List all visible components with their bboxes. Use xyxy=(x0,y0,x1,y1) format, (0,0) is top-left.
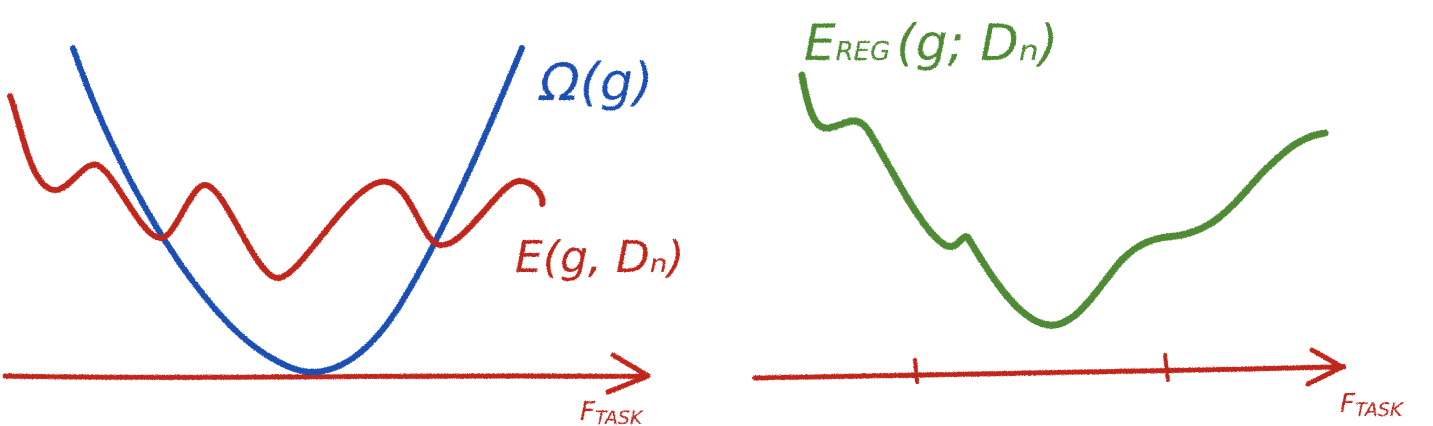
right-x-axis-arrowhead xyxy=(1305,347,1345,387)
error-label: E(g, Dₙ) xyxy=(515,232,684,283)
omega-curve xyxy=(70,45,525,375)
right-axis-label-main: F xyxy=(1340,389,1356,419)
right-axis-tick xyxy=(913,358,919,384)
ereg-label-sub: REG xyxy=(836,37,891,67)
ereg-curve xyxy=(798,71,1329,329)
left-x-axis-arrowhead xyxy=(605,352,651,395)
right-axis-label-sub: TASK xyxy=(1355,399,1404,421)
left-axis-label-sub: TASK xyxy=(595,407,644,426)
left-panel: Ω(g) E(g, Dₙ) FTASK xyxy=(2,45,684,426)
right-axis-label: FTASK xyxy=(1340,389,1404,421)
ereg-label: EREG(g; Dₙ) xyxy=(804,14,1058,72)
left-axis-label: FTASK xyxy=(580,397,644,426)
right-x-axis xyxy=(752,364,1347,381)
right-axis-tick xyxy=(1163,353,1170,382)
left-axis-label-main: F xyxy=(580,397,596,426)
right-panel: EREG(g; Dₙ) FTASK xyxy=(752,14,1404,421)
omega-label: Ω(g) xyxy=(538,53,653,113)
left-x-axis xyxy=(2,373,648,380)
error-curve xyxy=(7,93,546,281)
ereg-label-main: E xyxy=(804,14,836,72)
ereg-label-args: (g; Dₙ) xyxy=(896,14,1058,72)
